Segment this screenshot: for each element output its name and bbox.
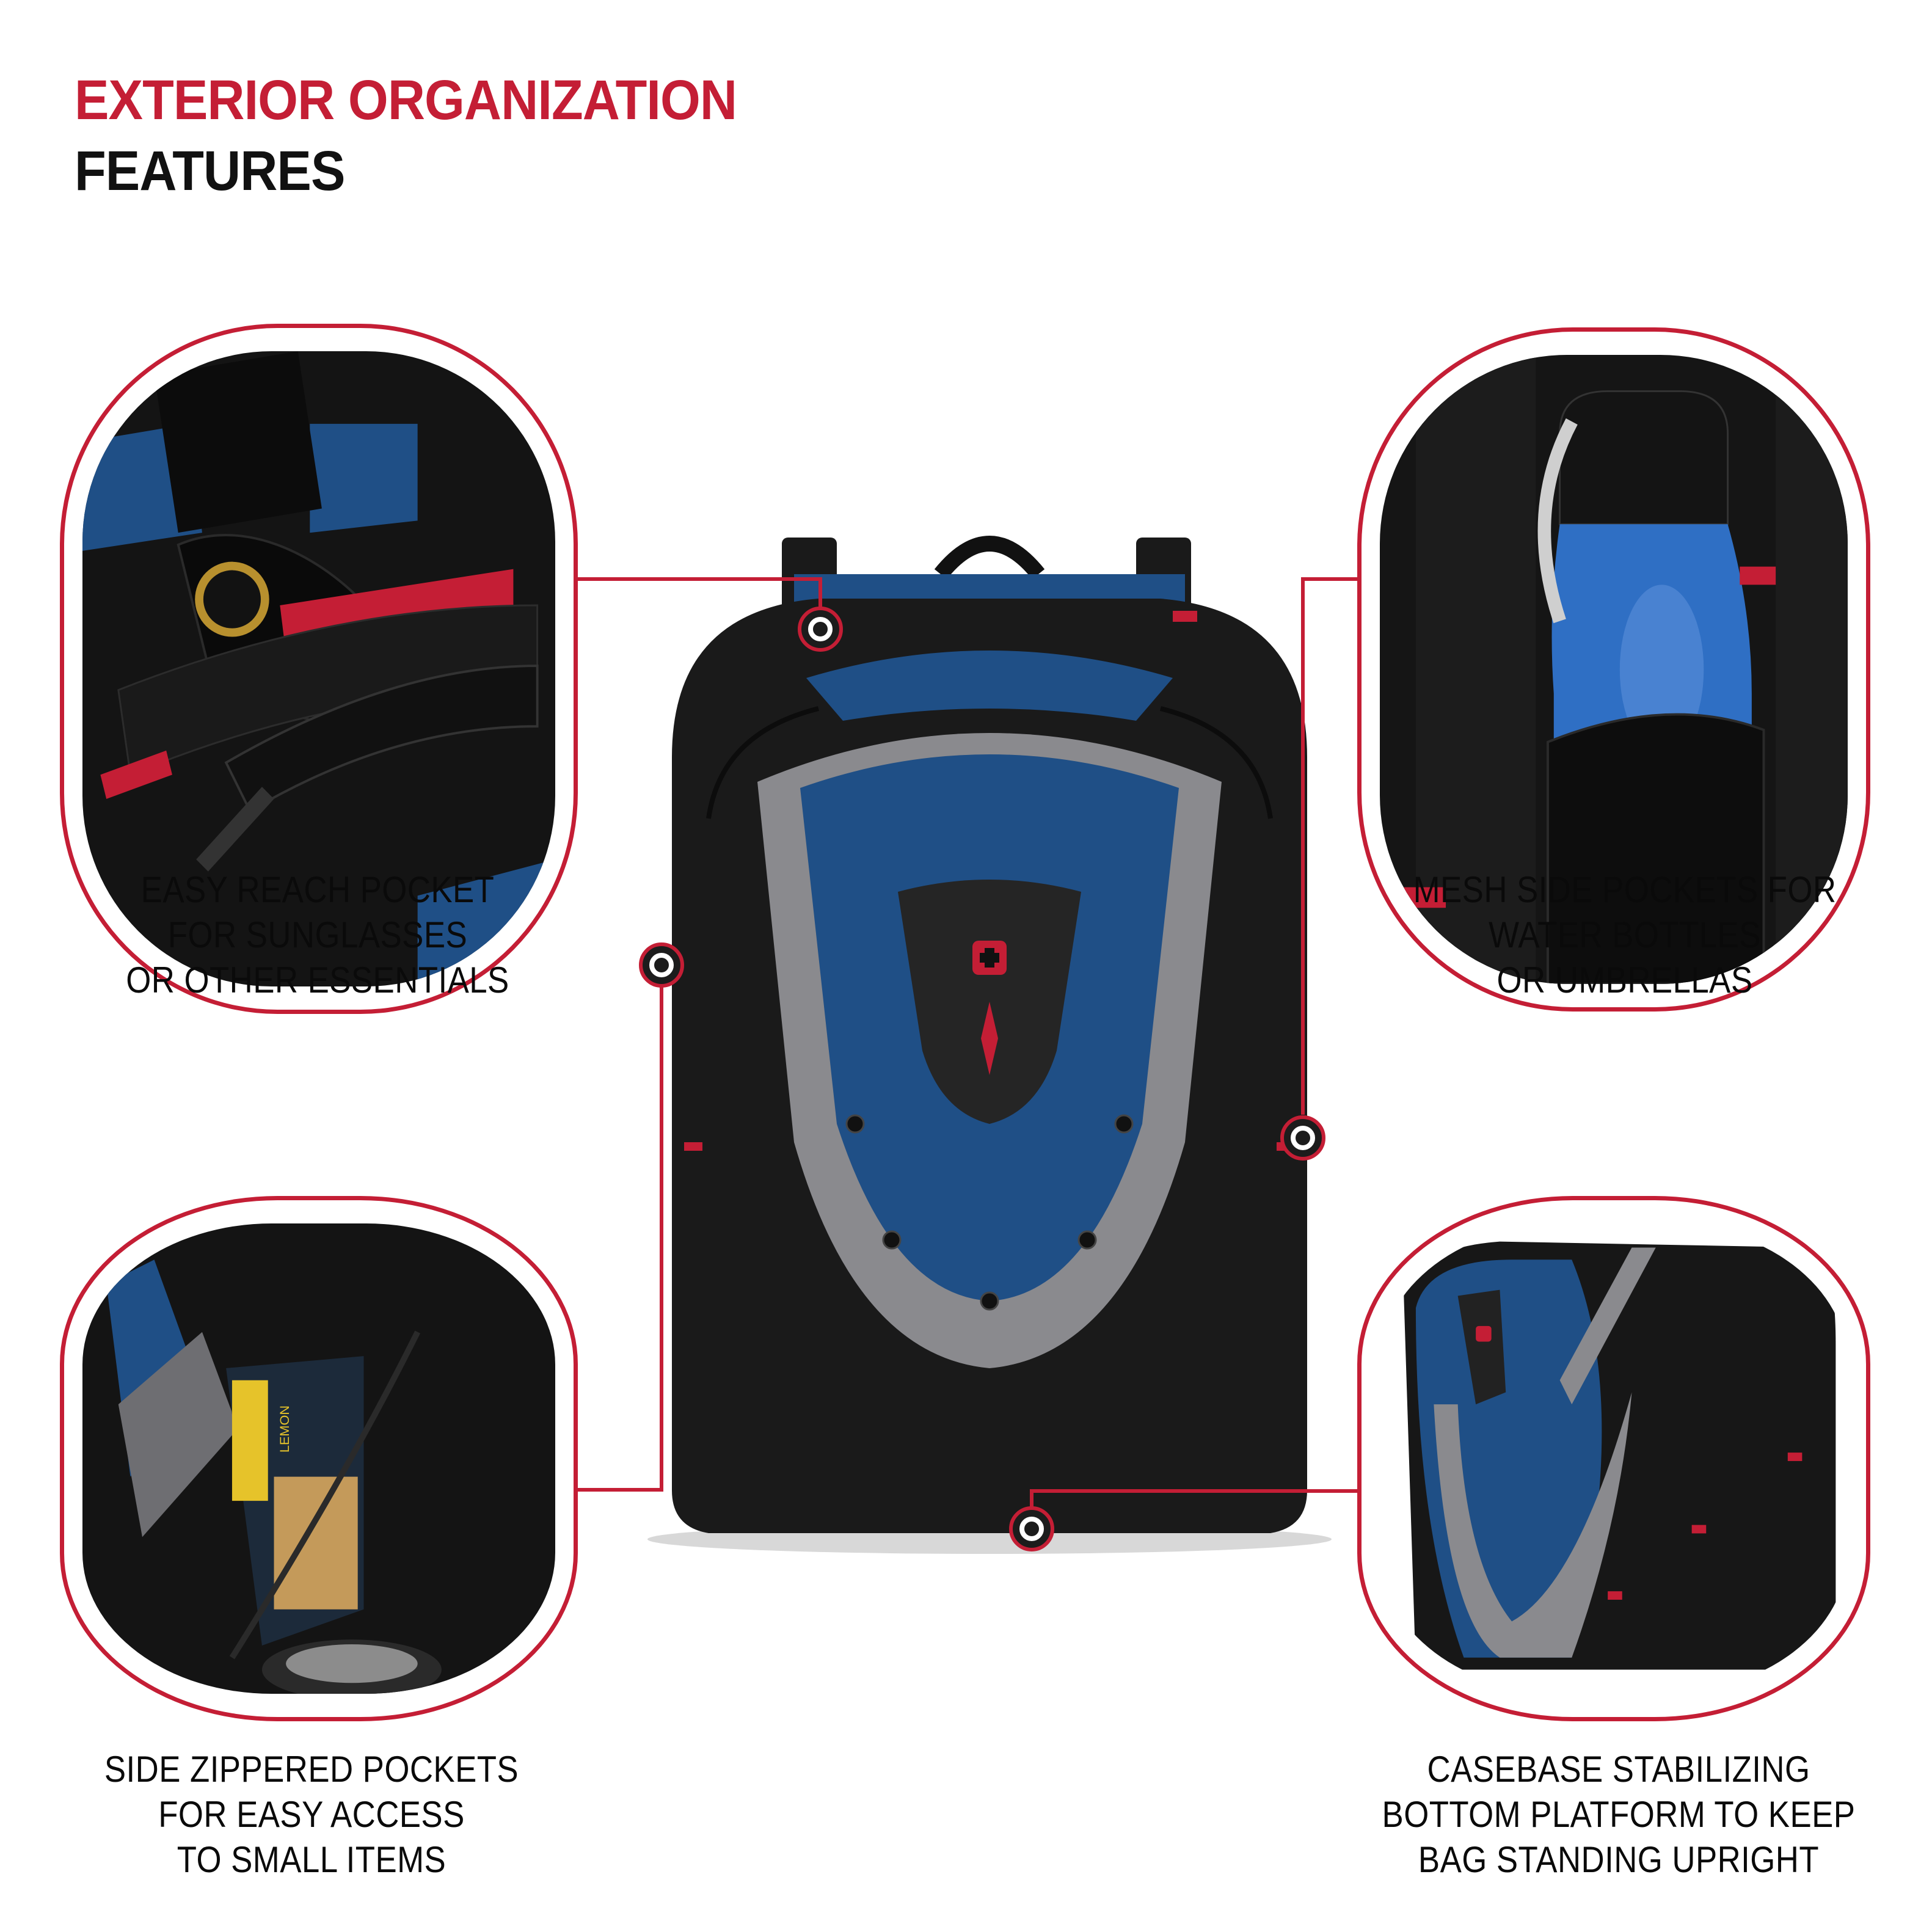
connector-line-sidezip-h (578, 1488, 663, 1492)
callout-marker-sunglasses-pocket[interactable] (798, 607, 843, 652)
title-line-black: FEATURES (75, 140, 345, 202)
caption-casebase-platform: CASEBASE STABILIZING BOTTOM PLATFORM TO … (1382, 1749, 1856, 1880)
connector-line-sunglasses-v (818, 577, 822, 611)
mesh-side-pocket-photo (1380, 355, 1848, 984)
feature-photo-mesh-side-pockets (1357, 327, 1870, 1012)
snack-bar-icon: LEMON (82, 1223, 555, 1694)
casebase-photo (1380, 1223, 1848, 1694)
water-bottle-icon (1380, 355, 1848, 984)
callout-marker-mesh-side-pocket[interactable] (1280, 1115, 1325, 1161)
caption-mesh-side-pockets: MESH SIDE POCKETS FOR WATER BOTTLES OR U… (1413, 869, 1837, 1001)
side-zip-pocket-photo: LEMON (82, 1223, 555, 1694)
connector-line-casebase-v (1030, 1489, 1033, 1514)
callout-marker-casebase[interactable] (1009, 1506, 1054, 1551)
caption-sunglasses-pocket: EASY REACH POCKET FOR SUNGLASSES OR OTHE… (126, 869, 509, 1001)
connector-line-casebase-h (1030, 1489, 1357, 1493)
svg-text:LEMON: LEMON (277, 1405, 292, 1453)
marker-ring-icon (1291, 1126, 1315, 1150)
marker-ring-icon (808, 617, 833, 641)
connector-line-sunglasses-h (578, 577, 822, 581)
connector-line-mesh-v (1301, 577, 1305, 1115)
feature-photo-casebase-platform (1357, 1196, 1870, 1721)
connector-line-mesh-h (1301, 577, 1357, 581)
backpack-front-image (635, 501, 1344, 1564)
title-line-red: EXTERIOR ORGANIZATION (75, 69, 737, 131)
feature-photo-side-zippered-pockets: LEMON (60, 1196, 578, 1721)
caption-side-zippered-pockets: SIDE ZIPPERED POCKETS FOR EASY ACCESS TO… (104, 1749, 519, 1880)
callout-marker-side-zippered-pocket[interactable] (639, 942, 684, 988)
connector-line-sidezip-v (660, 971, 663, 1490)
backpack-side-icon (1380, 1223, 1848, 1694)
backpack-icon (647, 536, 1332, 1554)
page-title: EXTERIOR ORGANIZATION FEATURES (75, 72, 794, 199)
marker-ring-icon (649, 953, 674, 977)
marker-ring-icon (1019, 1517, 1044, 1541)
